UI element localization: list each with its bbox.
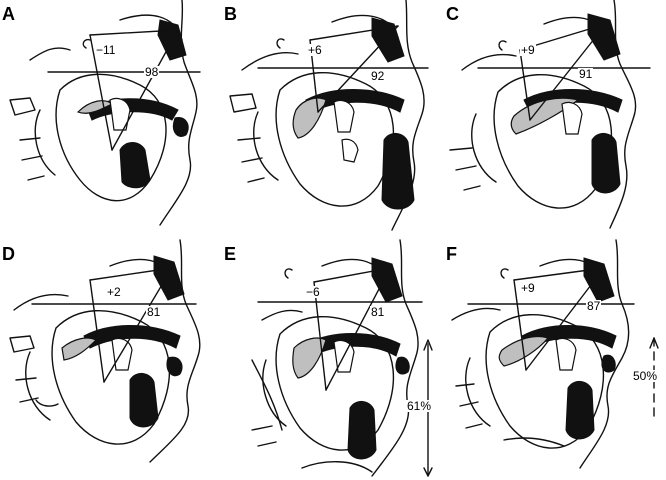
panel-e: E −6 81 61% <box>222 239 444 480</box>
angle-label-right: 81 <box>370 305 386 319</box>
angle-label-left: +6 <box>307 43 323 57</box>
growth-percentage-label: 61% <box>406 399 433 413</box>
angle-label-right: 92 <box>370 69 386 83</box>
tracing-drawing <box>451 239 659 469</box>
angle-label-left: −6 <box>305 285 321 299</box>
angle-label-left: −11 <box>95 43 117 57</box>
panel-b: B +6 92 <box>222 0 444 240</box>
panel-letter: F <box>446 244 457 264</box>
panel-letter: D <box>2 244 15 264</box>
angle-label-left: +9 <box>520 43 536 57</box>
angle-label-right: 81 <box>146 305 162 319</box>
panel-letter: B <box>224 4 237 24</box>
tracing-drawing <box>449 0 651 229</box>
tracing-drawing <box>229 0 429 231</box>
angle-label-left: +9 <box>520 281 536 295</box>
angle-label-right: 91 <box>578 67 594 81</box>
tracing-drawing <box>9 239 201 463</box>
angle-label-right: 98 <box>144 65 160 79</box>
panel-letter: A <box>2 4 15 24</box>
panel-letter: C <box>446 4 459 24</box>
panel-a: A −11 98 <box>0 0 222 240</box>
tracing-drawing <box>9 0 201 226</box>
growth-percentage-label: 50% <box>632 369 659 383</box>
panel-d: D +2 81 <box>0 239 222 480</box>
angle-label-left: +2 <box>106 285 122 299</box>
angle-label-right: 87 <box>586 299 602 313</box>
tracing-drawing <box>251 239 433 477</box>
panel-c: C +9 91 <box>444 0 666 240</box>
panel-letter: E <box>224 244 237 264</box>
panel-f: F +9 87 50% <box>444 239 666 480</box>
